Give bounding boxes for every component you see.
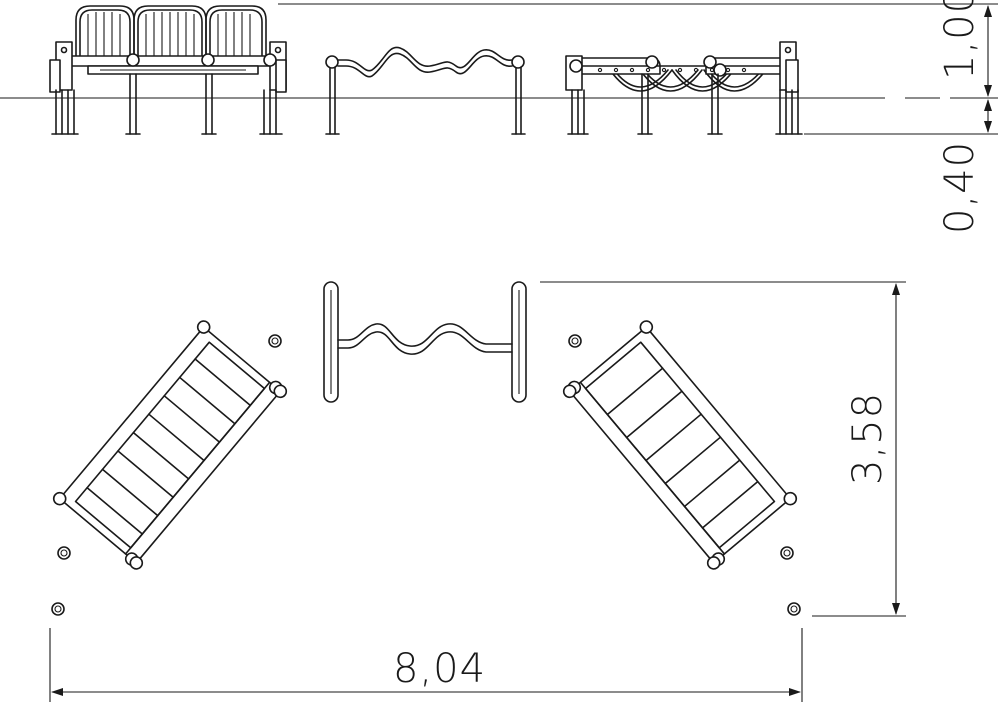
plan-view (49, 281, 906, 702)
bench-elevation-left (49, 5, 287, 135)
plan-depth-label: 3,58 (845, 392, 891, 485)
depth-below-ground-label: 0,40 (937, 141, 983, 234)
plan-width-dimension (49, 628, 803, 702)
bench-plan-left (52, 320, 288, 570)
bench-elevation-right (565, 41, 803, 135)
height-above-ground-label: 1,00 (937, 0, 983, 80)
wavy-bar-plan (323, 281, 527, 403)
footing-markers (51, 334, 801, 616)
elevation-view (0, 3, 998, 135)
plan-width-label: 8,04 (393, 646, 486, 692)
height-dimension (278, 3, 998, 135)
wavy-bar-elevation (325, 46, 526, 135)
bench-plan-right (562, 320, 798, 570)
plan-depth-dimension (540, 281, 906, 617)
